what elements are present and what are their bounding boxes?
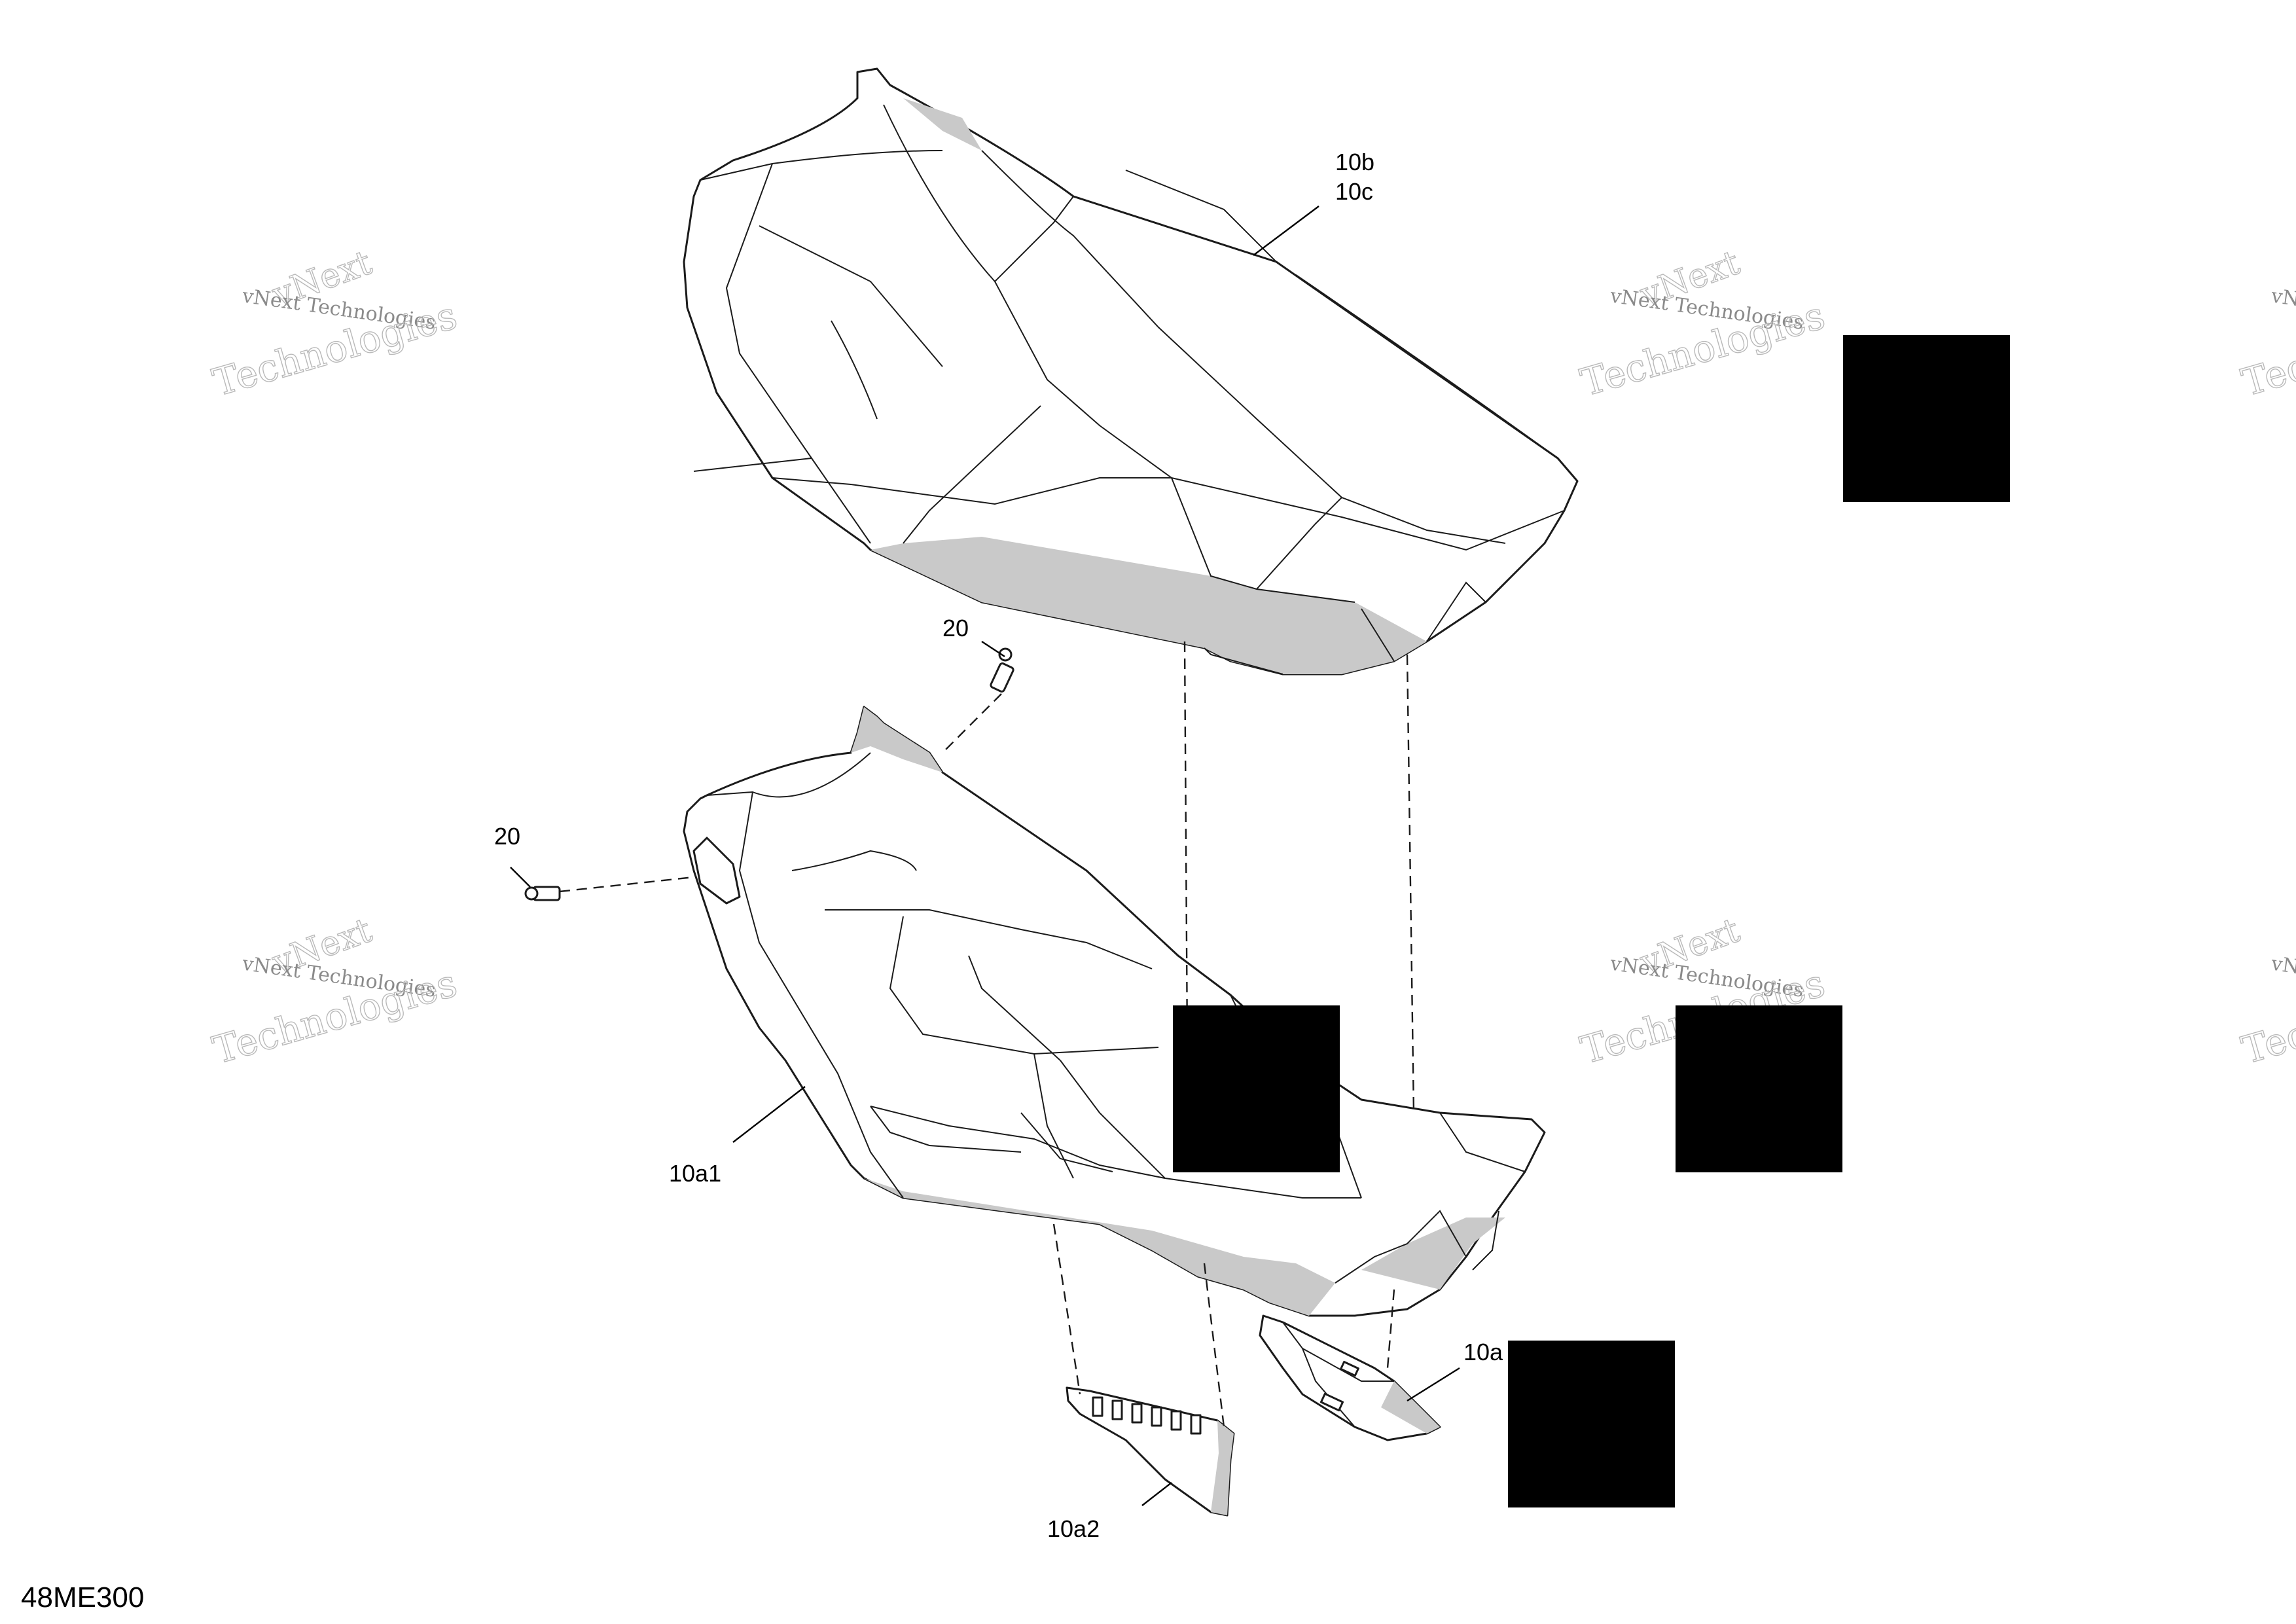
svg-text:Technologies: Technologies (2237, 293, 2296, 405)
svg-text:Technologies: Technologies (2237, 961, 2296, 1073)
document-id: 48ME300 (21, 1581, 144, 1614)
callout-10b: 10b (1335, 149, 1374, 175)
watermark: vNext vNext Technologies Technologies (2236, 243, 2296, 406)
callout-10a: 10a (1463, 1339, 1503, 1365)
watermark: vNext vNext Technologies Technologies (2236, 911, 2296, 1074)
redaction-box (1843, 335, 2010, 502)
callout-10a1: 10a1 (669, 1160, 721, 1187)
svg-text:vNext Technologies: vNext Technologies (2269, 952, 2296, 1002)
callout-10a2: 10a2 (1047, 1515, 1100, 1542)
leader-lines (510, 206, 1460, 1506)
seat-cover-part (683, 67, 1579, 676)
redaction-box (1173, 1005, 1340, 1172)
side-bracket-part (1259, 1314, 1441, 1441)
watermark: vNext vNext Technologies Technologies (207, 911, 462, 1074)
watermark: vNext vNext Technologies Technologies (1575, 243, 1830, 406)
assembly-lines (559, 641, 1415, 1428)
fastener-upper (990, 647, 1014, 693)
redaction-boxes (1173, 335, 2010, 1507)
redaction-box (1508, 1341, 1675, 1507)
redaction-box (1676, 1005, 1842, 1172)
fastener-left (524, 886, 561, 901)
rear-trim-part (1066, 1386, 1235, 1517)
callout-10c: 10c (1335, 178, 1373, 205)
svg-text:vNext Technologies: vNext Technologies (2269, 285, 2296, 334)
watermark: vNext vNext Technologies Technologies (207, 243, 462, 406)
callout-labels: 10b 10c 20 20 10a1 10a2 10a (494, 149, 1503, 1542)
callout-20-upper: 20 (942, 615, 969, 641)
seat-base-part (683, 706, 1546, 1317)
rear-trim-ribs (1092, 1396, 1202, 1435)
callout-20-left: 20 (494, 823, 520, 850)
